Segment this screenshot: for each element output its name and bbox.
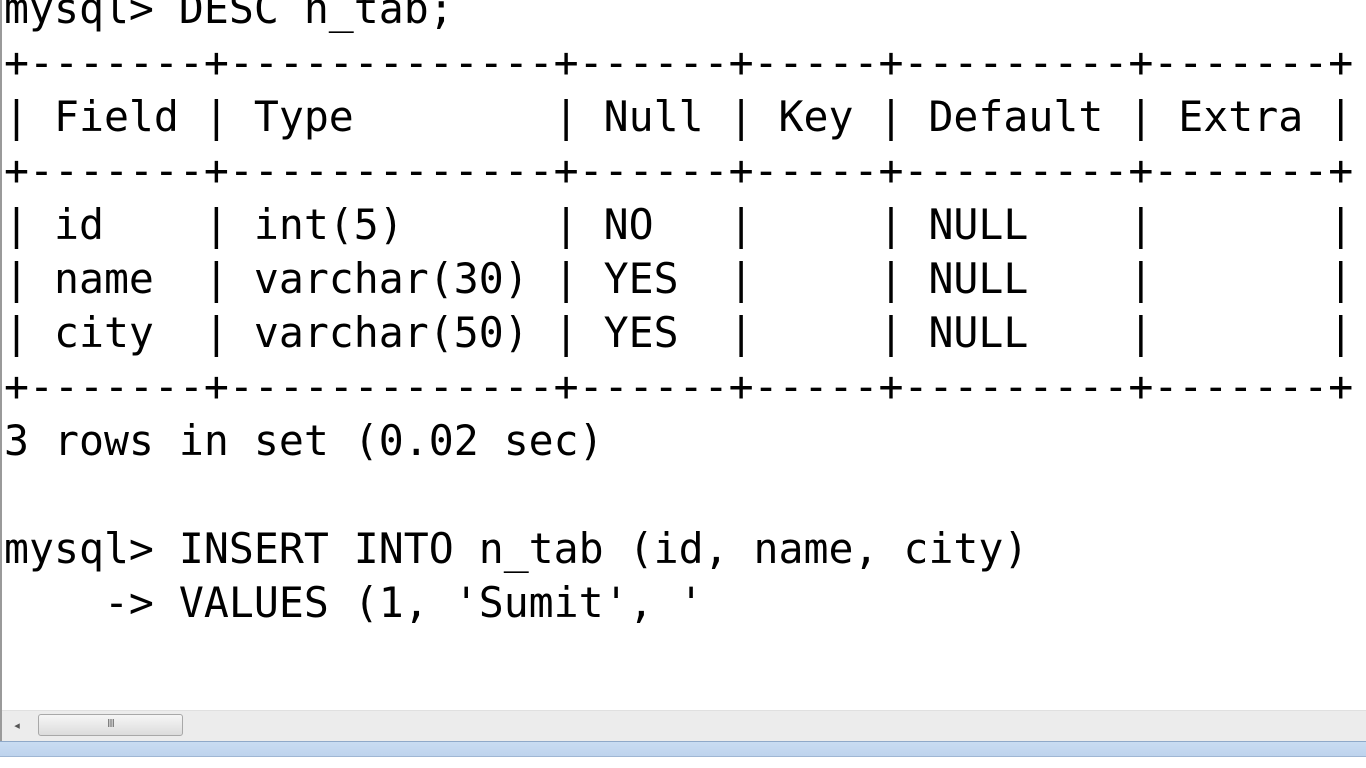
horizontal-scrollbar[interactable]: ◂ III xyxy=(2,710,1366,741)
console-line-table-border-mid: +-------+-------------+------+-----+----… xyxy=(4,146,1354,195)
console-line-command-insert: mysql> INSERT INTO n_tab (id, name, city… xyxy=(4,524,1029,573)
scrollbar-thumb[interactable]: III xyxy=(38,714,183,736)
console-line-continuation: -> VALUES (1, 'Sumit', ' xyxy=(4,578,704,627)
console-line-table-header: | Field | Type | Null | Key | Default | … xyxy=(4,92,1354,141)
console-line-table-row: | name | varchar(30) | YES | | NULL | | xyxy=(4,254,1354,303)
window-bottom-frame xyxy=(0,741,1366,768)
console-line-table-row: | city | varchar(50) | YES | | NULL | | xyxy=(4,308,1354,357)
window-bottom-inner xyxy=(0,756,1366,768)
console-line-table-border-top: +-------+-------------+------+-----+----… xyxy=(4,38,1354,87)
console-line-table-border-bottom: +-------+-------------+------+-----+----… xyxy=(4,362,1354,411)
chevron-left-icon[interactable]: ◂ xyxy=(14,719,20,732)
console-line-result-summary: 3 rows in set (0.02 sec) xyxy=(4,416,604,465)
console-line-command-desc: mysql> DESC n_tab; xyxy=(4,0,454,33)
console-output[interactable]: mysql> DESC n_tab; +-------+------------… xyxy=(4,0,1366,710)
window-left-border xyxy=(0,0,2,745)
grip-icon: III xyxy=(107,717,115,730)
console-line-table-row: | id | int(5) | NO | | NULL | | xyxy=(4,200,1354,249)
